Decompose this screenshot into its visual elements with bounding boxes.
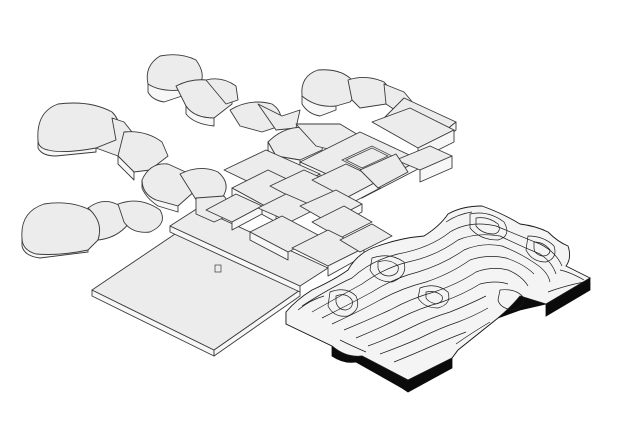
terrace-strip	[169, 207, 329, 293]
plaza-marker	[214, 264, 222, 273]
building-complex	[21, 54, 457, 357]
plaza-platform	[91, 231, 301, 357]
middle-blocks	[205, 149, 409, 277]
terrain-model	[285, 205, 591, 393]
pod-left-bottom	[21, 200, 163, 259]
pod-left-top	[37, 102, 169, 181]
contour-lines	[297, 211, 585, 363]
pod-top-left	[146, 54, 301, 133]
